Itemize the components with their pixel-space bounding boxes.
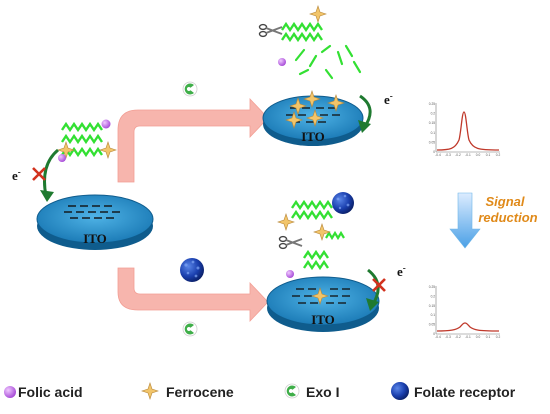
folic-acid-icon: [58, 154, 66, 162]
folic-acid-icon: [4, 386, 16, 398]
dpv-chart-bottom: 0.25 0.2 0.15 0.1 0.05 0 -0.4 -0.3 -0.2 -0.1 0.0 0…: [426, 283, 504, 343]
y-tick-label: 0.2: [431, 294, 436, 298]
exo-i-icon: [182, 321, 198, 337]
y-tick-label: 0.05: [429, 140, 435, 144]
ito-electrode-receptor-bound: ITO: [266, 276, 380, 332]
y-tick-label: 0.15: [429, 304, 435, 308]
legend-label: Ferrocene: [166, 384, 234, 400]
arrow-to-bottom-step: [117, 267, 269, 323]
legend-label: Exo I: [306, 384, 339, 400]
signal-reduction-line1: Signal: [485, 194, 524, 209]
folic-acid-icon: [101, 119, 111, 129]
x-tick-label: -0.2: [455, 153, 461, 157]
x-tick-label: 0.0: [476, 153, 481, 157]
ito-electrode-initial: ITO: [36, 194, 154, 250]
x-tick-label: -0.2: [455, 335, 461, 339]
dna-probe-complex-initial: [57, 119, 117, 162]
dpv-curve-high: [436, 111, 500, 151]
legend-label: Folate receptor: [414, 384, 516, 400]
arrow-to-top-step: [117, 97, 269, 183]
x-tick-label: 0.0: [476, 335, 481, 339]
x-tick-label: -0.1: [465, 153, 471, 157]
y-tick-label: 0.25: [429, 102, 435, 106]
x-tick-label: -0.4: [435, 153, 441, 157]
electron-transfer-blocked: e-: [366, 263, 406, 311]
signal-reduction-line2: reduction: [478, 210, 537, 225]
receptor-protected-complex: [277, 192, 354, 278]
y-tick-label: 0.1: [431, 131, 436, 135]
signal-reduction-arrow: [449, 192, 481, 249]
ferrocene-icon: [99, 141, 117, 159]
folate-receptor-icon: [391, 382, 409, 400]
electron-transfer-active: e-: [358, 91, 393, 133]
legend: Folic acid Ferrocene Exo I Folate recept…: [4, 382, 516, 400]
exo-i-icon: [182, 81, 198, 97]
ferrocene-icon: [141, 382, 159, 400]
exo-digestion-products: [258, 5, 362, 80]
x-tick-label: 0.1: [486, 335, 491, 339]
electron-label: e-: [12, 167, 21, 183]
legend-exo-i: Exo I: [284, 383, 339, 400]
blocked-cross-icon: [32, 167, 46, 181]
y-tick-label: 0.15: [429, 121, 435, 125]
ito-electrode-exo-digested: ITO: [262, 90, 364, 146]
ito-label: ITO: [83, 231, 107, 246]
ito-label: ITO: [311, 312, 335, 327]
y-tick-label: 0.05: [429, 323, 435, 327]
blocked-electron-transfer: e-: [12, 148, 60, 202]
legend-folic-acid: Folic acid: [4, 384, 83, 400]
electron-label: e-: [384, 91, 393, 107]
exo-i-icon: [284, 383, 300, 399]
ito-label: ITO: [301, 129, 325, 144]
x-tick-label: 0.2: [496, 335, 501, 339]
electron-label: e-: [397, 263, 406, 279]
legend-label: Folic acid: [18, 384, 83, 400]
x-tick-label: 0.1: [486, 153, 491, 157]
x-tick-label: -0.1: [465, 335, 471, 339]
y-tick-label: 0.1: [431, 313, 436, 317]
capture-probe-marks: [64, 205, 120, 219]
y-tick-label: 0: [433, 332, 435, 336]
y-tick-label: 0: [433, 150, 435, 154]
legend-ferrocene: Ferrocene: [141, 382, 234, 400]
dpv-chart-top: 0.25 0.2 0.15 0.1 0.05 0 -0.4 -0.3 -0.2 -0.1 0.0 0…: [426, 100, 504, 160]
y-tick-label: 0.25: [429, 285, 435, 289]
x-tick-label: -0.4: [435, 335, 441, 339]
legend-folate-receptor: Folate receptor: [391, 382, 516, 400]
dpv-curve-low: [436, 322, 500, 332]
y-tick-label: 0.2: [431, 112, 436, 116]
x-tick-label: -0.3: [445, 153, 451, 157]
x-tick-label: -0.3: [445, 335, 451, 339]
x-tick-label: 0.2: [496, 153, 501, 157]
